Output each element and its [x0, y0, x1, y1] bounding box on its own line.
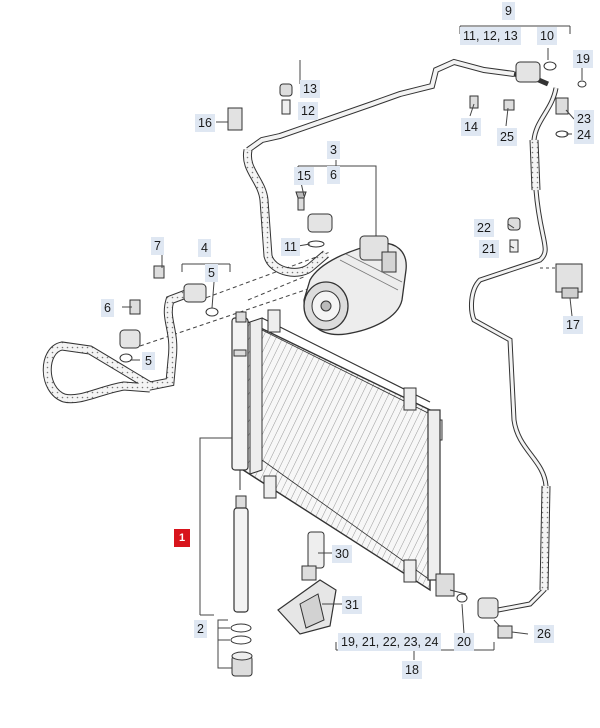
callout-23-top[interactable]: 23 — [574, 110, 594, 128]
callout-30[interactable]: 30 — [332, 545, 352, 563]
callout-5-top-text: 5 — [208, 266, 215, 280]
callout-10[interactable]: 10 — [537, 27, 557, 45]
callout-9[interactable]: 9 — [502, 2, 515, 20]
callout-6[interactable]: 6 — [101, 299, 114, 317]
callout-7-text: 7 — [154, 239, 161, 253]
callout-12-text: 12 — [301, 104, 315, 118]
callout-2[interactable]: 2 — [194, 620, 207, 638]
callout-26[interactable]: 26 — [534, 625, 554, 643]
sensor[interactable] — [301, 531, 325, 581]
callout-17-text: 17 — [566, 318, 580, 332]
callout-3-text: 3 — [330, 143, 337, 157]
callout-19-top[interactable]: 19 — [573, 50, 593, 68]
callout-18[interactable]: 18 — [402, 661, 422, 679]
receiver-tank[interactable] — [231, 311, 249, 490]
callout-10-text: 10 — [540, 29, 554, 43]
callout-22-bottom[interactable]: 22 — [382, 635, 397, 649]
callout-23-top-text: 23 — [577, 112, 591, 126]
callout-12[interactable]: 12 — [298, 102, 318, 120]
callout-17[interactable]: 17 — [563, 316, 583, 334]
mounting-bracket[interactable] — [277, 579, 337, 635]
callout-25-text: 25 — [500, 130, 514, 144]
separator: , — [354, 635, 359, 649]
suction-line[interactable] — [242, 58, 515, 277]
callout-5-text: 5 — [145, 354, 152, 368]
service-valve-caps[interactable] — [227, 83, 569, 253]
separator: , — [417, 635, 422, 649]
callout-24-bottom[interactable]: 24 — [424, 635, 439, 649]
callout-1-highlighted[interactable]: 1 — [174, 529, 191, 547]
callout-19[interactable]: 19 — [341, 635, 355, 649]
callout-9-text: 9 — [505, 4, 512, 18]
callout-21-text: 21 — [482, 242, 496, 256]
callout-6-text: 6 — [104, 301, 111, 315]
condenser[interactable] — [239, 309, 455, 597]
pressure-switch-bracket[interactable] — [555, 263, 583, 299]
callout-11-text: 11 — [284, 240, 297, 254]
callout-20-text: 20 — [457, 635, 471, 649]
callout-6-top-text: 6 — [330, 168, 337, 182]
callout-4-text: 4 — [201, 241, 208, 255]
pressure-line[interactable] — [469, 71, 559, 613]
callout-14[interactable]: 14 — [461, 118, 481, 136]
callout-24-top-text: 24 — [577, 128, 591, 142]
callout-5[interactable]: 5 — [142, 352, 155, 370]
compressor[interactable] — [303, 235, 407, 336]
callout-22-text: 22 — [477, 221, 491, 235]
callout-15-text: 15 — [297, 169, 311, 183]
callout-23-bottom[interactable]: 23 — [403, 635, 418, 649]
callout-11[interactable]: 11 — [281, 238, 300, 256]
callout-12-top[interactable]: 12 — [482, 29, 497, 43]
callout-1-text: 1 — [179, 532, 186, 544]
callout-13-text: 13 — [303, 82, 317, 96]
callout-20[interactable]: 20 — [454, 633, 474, 651]
callout-30-text: 30 — [335, 547, 349, 561]
callout-15[interactable]: 15 — [294, 167, 314, 185]
callout-31-text: 31 — [345, 598, 359, 612]
callout-16[interactable]: 16 — [195, 114, 215, 132]
callout-7[interactable]: 7 — [151, 237, 164, 255]
separator: , — [496, 29, 501, 43]
callout-6-top[interactable]: 6 — [327, 166, 340, 184]
callout-26-text: 26 — [537, 627, 551, 641]
callout-5-top[interactable]: 5 — [205, 264, 218, 282]
callout-21-bottom[interactable]: 21 — [361, 635, 376, 649]
callout-4[interactable]: 4 — [198, 239, 211, 257]
callout-11-top[interactable]: 11 — [463, 29, 476, 43]
dryer-cartridge[interactable] — [230, 495, 253, 677]
separator: , — [396, 635, 401, 649]
callout-13[interactable]: 13 — [300, 80, 320, 98]
callout-2-text: 2 — [197, 622, 204, 636]
callout-19-top-text: 19 — [576, 52, 590, 66]
separator: , — [375, 635, 380, 649]
callout-31[interactable]: 31 — [342, 596, 362, 614]
callout-16-text: 16 — [198, 116, 212, 130]
callout-14-text: 14 — [464, 120, 478, 134]
callout-21[interactable]: 21 — [479, 240, 499, 258]
callout-22[interactable]: 22 — [474, 219, 494, 237]
callout-group-11-12-13: 11, 12, 13 — [460, 27, 521, 45]
callout-18-text: 18 — [405, 663, 419, 677]
callout-3[interactable]: 3 — [327, 141, 340, 159]
suction-fitting[interactable] — [295, 191, 333, 248]
separator: , — [475, 29, 480, 43]
callout-13-top[interactable]: 13 — [503, 29, 518, 43]
discharge-line[interactable] — [42, 289, 188, 404]
callout-24-top[interactable]: 24 — [574, 126, 594, 144]
callout-25[interactable]: 25 — [497, 128, 517, 146]
callout-group-19-21-22-23-24: 19, 21, 22, 23, 24 — [338, 633, 442, 651]
